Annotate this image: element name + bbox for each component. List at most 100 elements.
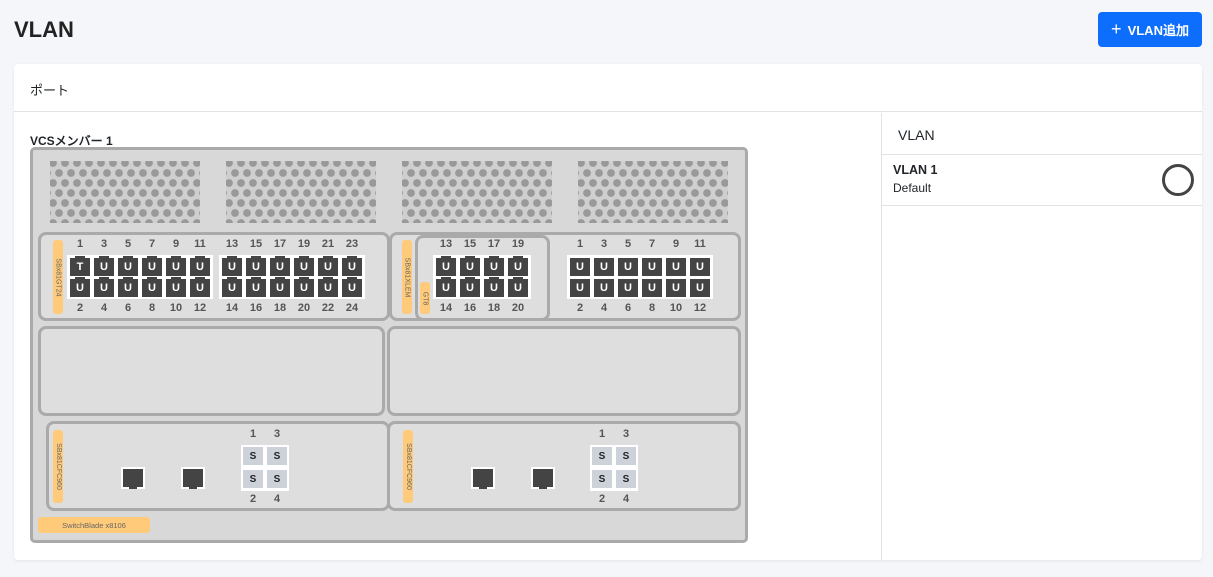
port-bottom[interactable]: U [642, 279, 662, 297]
vlan-select-radio[interactable] [1162, 164, 1194, 196]
port-group [219, 255, 365, 299]
port-bottom[interactable]: U [70, 277, 90, 297]
plus-icon: + [1111, 19, 1122, 39]
port-top[interactable]: U [484, 256, 504, 276]
port-top[interactable]: U [166, 256, 186, 276]
port-bottom[interactable]: U [94, 277, 114, 297]
port-bottom[interactable]: U [118, 277, 138, 297]
port-number: 5 [624, 238, 632, 250]
port-number: 2 [576, 302, 584, 314]
port-bottom[interactable]: U [508, 277, 528, 297]
port-bottom[interactable]: U [294, 277, 314, 297]
port-bottom[interactable]: U [436, 277, 456, 297]
port-bottom[interactable]: U [618, 279, 638, 297]
sfp-port[interactable]: S [592, 447, 612, 465]
rj45-port[interactable] [471, 467, 495, 489]
vlan-description: Default [893, 181, 932, 195]
port-bottom[interactable]: U [690, 279, 710, 297]
port-number: 8 [148, 302, 156, 314]
port-number: 12 [693, 302, 707, 314]
rj45-port[interactable] [181, 467, 205, 489]
port-bottom[interactable]: U [318, 277, 338, 297]
port-number: 3 [100, 238, 108, 250]
port-number: 4 [100, 302, 108, 314]
add-vlan-button[interactable]: +VLAN追加 [1098, 12, 1202, 47]
ports-card: ポート VCSメンバー 1 SBx81GT24 SBx81XLEM GT8 SB… [14, 64, 1202, 560]
port-bottom[interactable]: U [142, 277, 162, 297]
sfp-port[interactable]: S [616, 447, 636, 465]
port-group [567, 255, 713, 299]
port-number: 4 [622, 493, 630, 505]
port-number: 3 [273, 428, 281, 440]
port-number: 20 [297, 302, 311, 314]
port-number: 21 [321, 238, 335, 250]
port-top[interactable]: U [460, 256, 480, 276]
vlan-item[interactable]: VLAN 1 Default [882, 155, 1202, 206]
sfp-port[interactable]: S [267, 447, 287, 465]
port-bottom[interactable]: U [246, 277, 266, 297]
sfp-port[interactable]: S [267, 470, 287, 488]
port-top[interactable]: U [508, 256, 528, 276]
port-number: 1 [598, 428, 606, 440]
port-top[interactable]: U [666, 258, 686, 276]
port-top[interactable]: U [570, 258, 590, 276]
port-top[interactable]: U [642, 258, 662, 276]
port-number: 16 [249, 302, 263, 314]
sfp-port[interactable]: S [616, 470, 636, 488]
chassis-model-text: SwitchBlade x8106 [62, 520, 126, 530]
slot-empty [38, 326, 385, 416]
port-top[interactable]: U [294, 256, 314, 276]
port-number: 11 [194, 238, 206, 250]
module-label: SBx81GT24 [53, 240, 63, 314]
port-number: 5 [124, 238, 132, 250]
port-bottom[interactable]: U [460, 277, 480, 297]
port-top[interactable]: U [618, 258, 638, 276]
port-bottom[interactable]: U [342, 277, 362, 297]
port-top[interactable]: U [318, 256, 338, 276]
sfp-port[interactable]: S [243, 447, 263, 465]
port-number: 16 [463, 302, 477, 314]
port-number: 7 [148, 238, 156, 250]
port-top[interactable]: T [70, 256, 90, 276]
port-top[interactable]: U [270, 256, 290, 276]
port-bottom[interactable]: U [190, 277, 210, 297]
vlan-panel-title: VLAN [882, 113, 1202, 155]
port-top[interactable]: U [690, 258, 710, 276]
chassis-model-label: SwitchBlade x8106 [38, 517, 150, 533]
port-top[interactable]: U [94, 256, 114, 276]
port-number: 11 [694, 238, 706, 250]
port-number: 10 [669, 302, 683, 314]
vlan-name: VLAN 1 [893, 163, 938, 177]
port-number: 23 [345, 238, 359, 250]
module-label-text: SBx81XLEM [403, 257, 411, 297]
port-bottom[interactable]: U [222, 277, 242, 297]
port-bottom[interactable]: U [666, 279, 686, 297]
rj45-port[interactable] [531, 467, 555, 489]
module-label: SBx81CFC960 [53, 430, 63, 503]
rj45-port[interactable] [121, 467, 145, 489]
slot-cfc-2 [387, 421, 741, 511]
module-label-text: SBx81CFC960 [404, 443, 412, 490]
port-number: 1 [576, 238, 584, 250]
port-bottom[interactable]: U [270, 277, 290, 297]
port-number: 14 [439, 302, 453, 314]
port-number: 14 [225, 302, 239, 314]
port-top[interactable]: U [190, 256, 210, 276]
port-top[interactable]: U [342, 256, 362, 276]
slot-cfc-1 [46, 421, 390, 511]
port-number: 8 [648, 302, 656, 314]
port-top[interactable]: U [118, 256, 138, 276]
port-top[interactable]: U [246, 256, 266, 276]
sfp-port[interactable]: S [243, 470, 263, 488]
port-bottom[interactable]: U [484, 277, 504, 297]
port-bottom[interactable]: U [166, 277, 186, 297]
port-top[interactable]: U [222, 256, 242, 276]
port-number: 10 [169, 302, 183, 314]
sfp-port[interactable]: S [592, 470, 612, 488]
page-title: VLAN [14, 17, 74, 42]
port-bottom[interactable]: U [594, 279, 614, 297]
port-top[interactable]: U [142, 256, 162, 276]
port-top[interactable]: U [436, 256, 456, 276]
port-top[interactable]: U [594, 258, 614, 276]
port-bottom[interactable]: U [570, 279, 590, 297]
